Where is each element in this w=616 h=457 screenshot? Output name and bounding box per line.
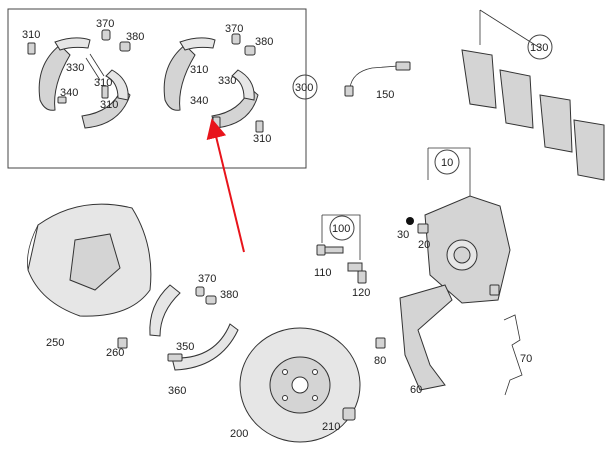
callout-300-circle (292, 74, 318, 100)
label-60: 60 (410, 384, 422, 396)
label-330: 330 (218, 75, 236, 87)
label-150: 150 (376, 89, 394, 101)
brake-disc (239, 327, 361, 443)
label-200: 200 (230, 428, 248, 440)
label-30: 30 (397, 229, 409, 241)
label-10: 10 (441, 157, 453, 169)
label-120: 120 (352, 287, 370, 299)
label-380: 380 (220, 289, 238, 301)
label-260: 260 (106, 347, 124, 359)
spring-clip (503, 314, 523, 396)
backing-plate (27, 203, 152, 349)
label-310: 310 (190, 64, 208, 76)
label-340: 340 (60, 87, 78, 99)
brake-pads (461, 9, 605, 181)
label-360: 360 (168, 385, 186, 397)
label-380: 380 (126, 31, 144, 43)
label-340: 340 (190, 95, 208, 107)
label-380: 380 (255, 36, 273, 48)
label-100: 100 (332, 223, 350, 235)
wear-sensor (344, 61, 411, 97)
label-80: 80 (374, 355, 386, 367)
callout-10-circle (434, 149, 460, 175)
label-310: 310 (253, 133, 271, 145)
label-370: 370 (225, 23, 243, 35)
guide-bolts (316, 214, 367, 284)
parking-brake-kit-box (7, 8, 307, 169)
callout-100-circle (329, 215, 355, 241)
label-210: 210 (322, 421, 340, 433)
bleeder-30 (406, 217, 414, 225)
label-70: 70 (520, 353, 532, 365)
label-330: 330 (66, 62, 84, 74)
label-110: 110 (314, 267, 332, 279)
label-250: 250 (46, 337, 64, 349)
label-370: 370 (198, 273, 216, 285)
brake-caliper (406, 147, 511, 304)
label-310: 310 (22, 29, 40, 41)
label-310: 310 (94, 77, 112, 89)
parking-brake-shoes-left (38, 37, 131, 129)
parking-brake-shoes-lower (149, 284, 239, 371)
label-310: 310 (100, 99, 118, 111)
red-arrow (206, 118, 245, 253)
caliper-bracket (375, 284, 453, 391)
parking-brake-shoes-right (163, 37, 259, 129)
label-350: 350 (176, 341, 194, 353)
label-370: 370 (96, 18, 114, 30)
label-300: 300 (295, 82, 313, 94)
label-20: 20 (418, 239, 430, 251)
callout-130-circle (527, 34, 553, 60)
label-130: 130 (530, 42, 548, 54)
